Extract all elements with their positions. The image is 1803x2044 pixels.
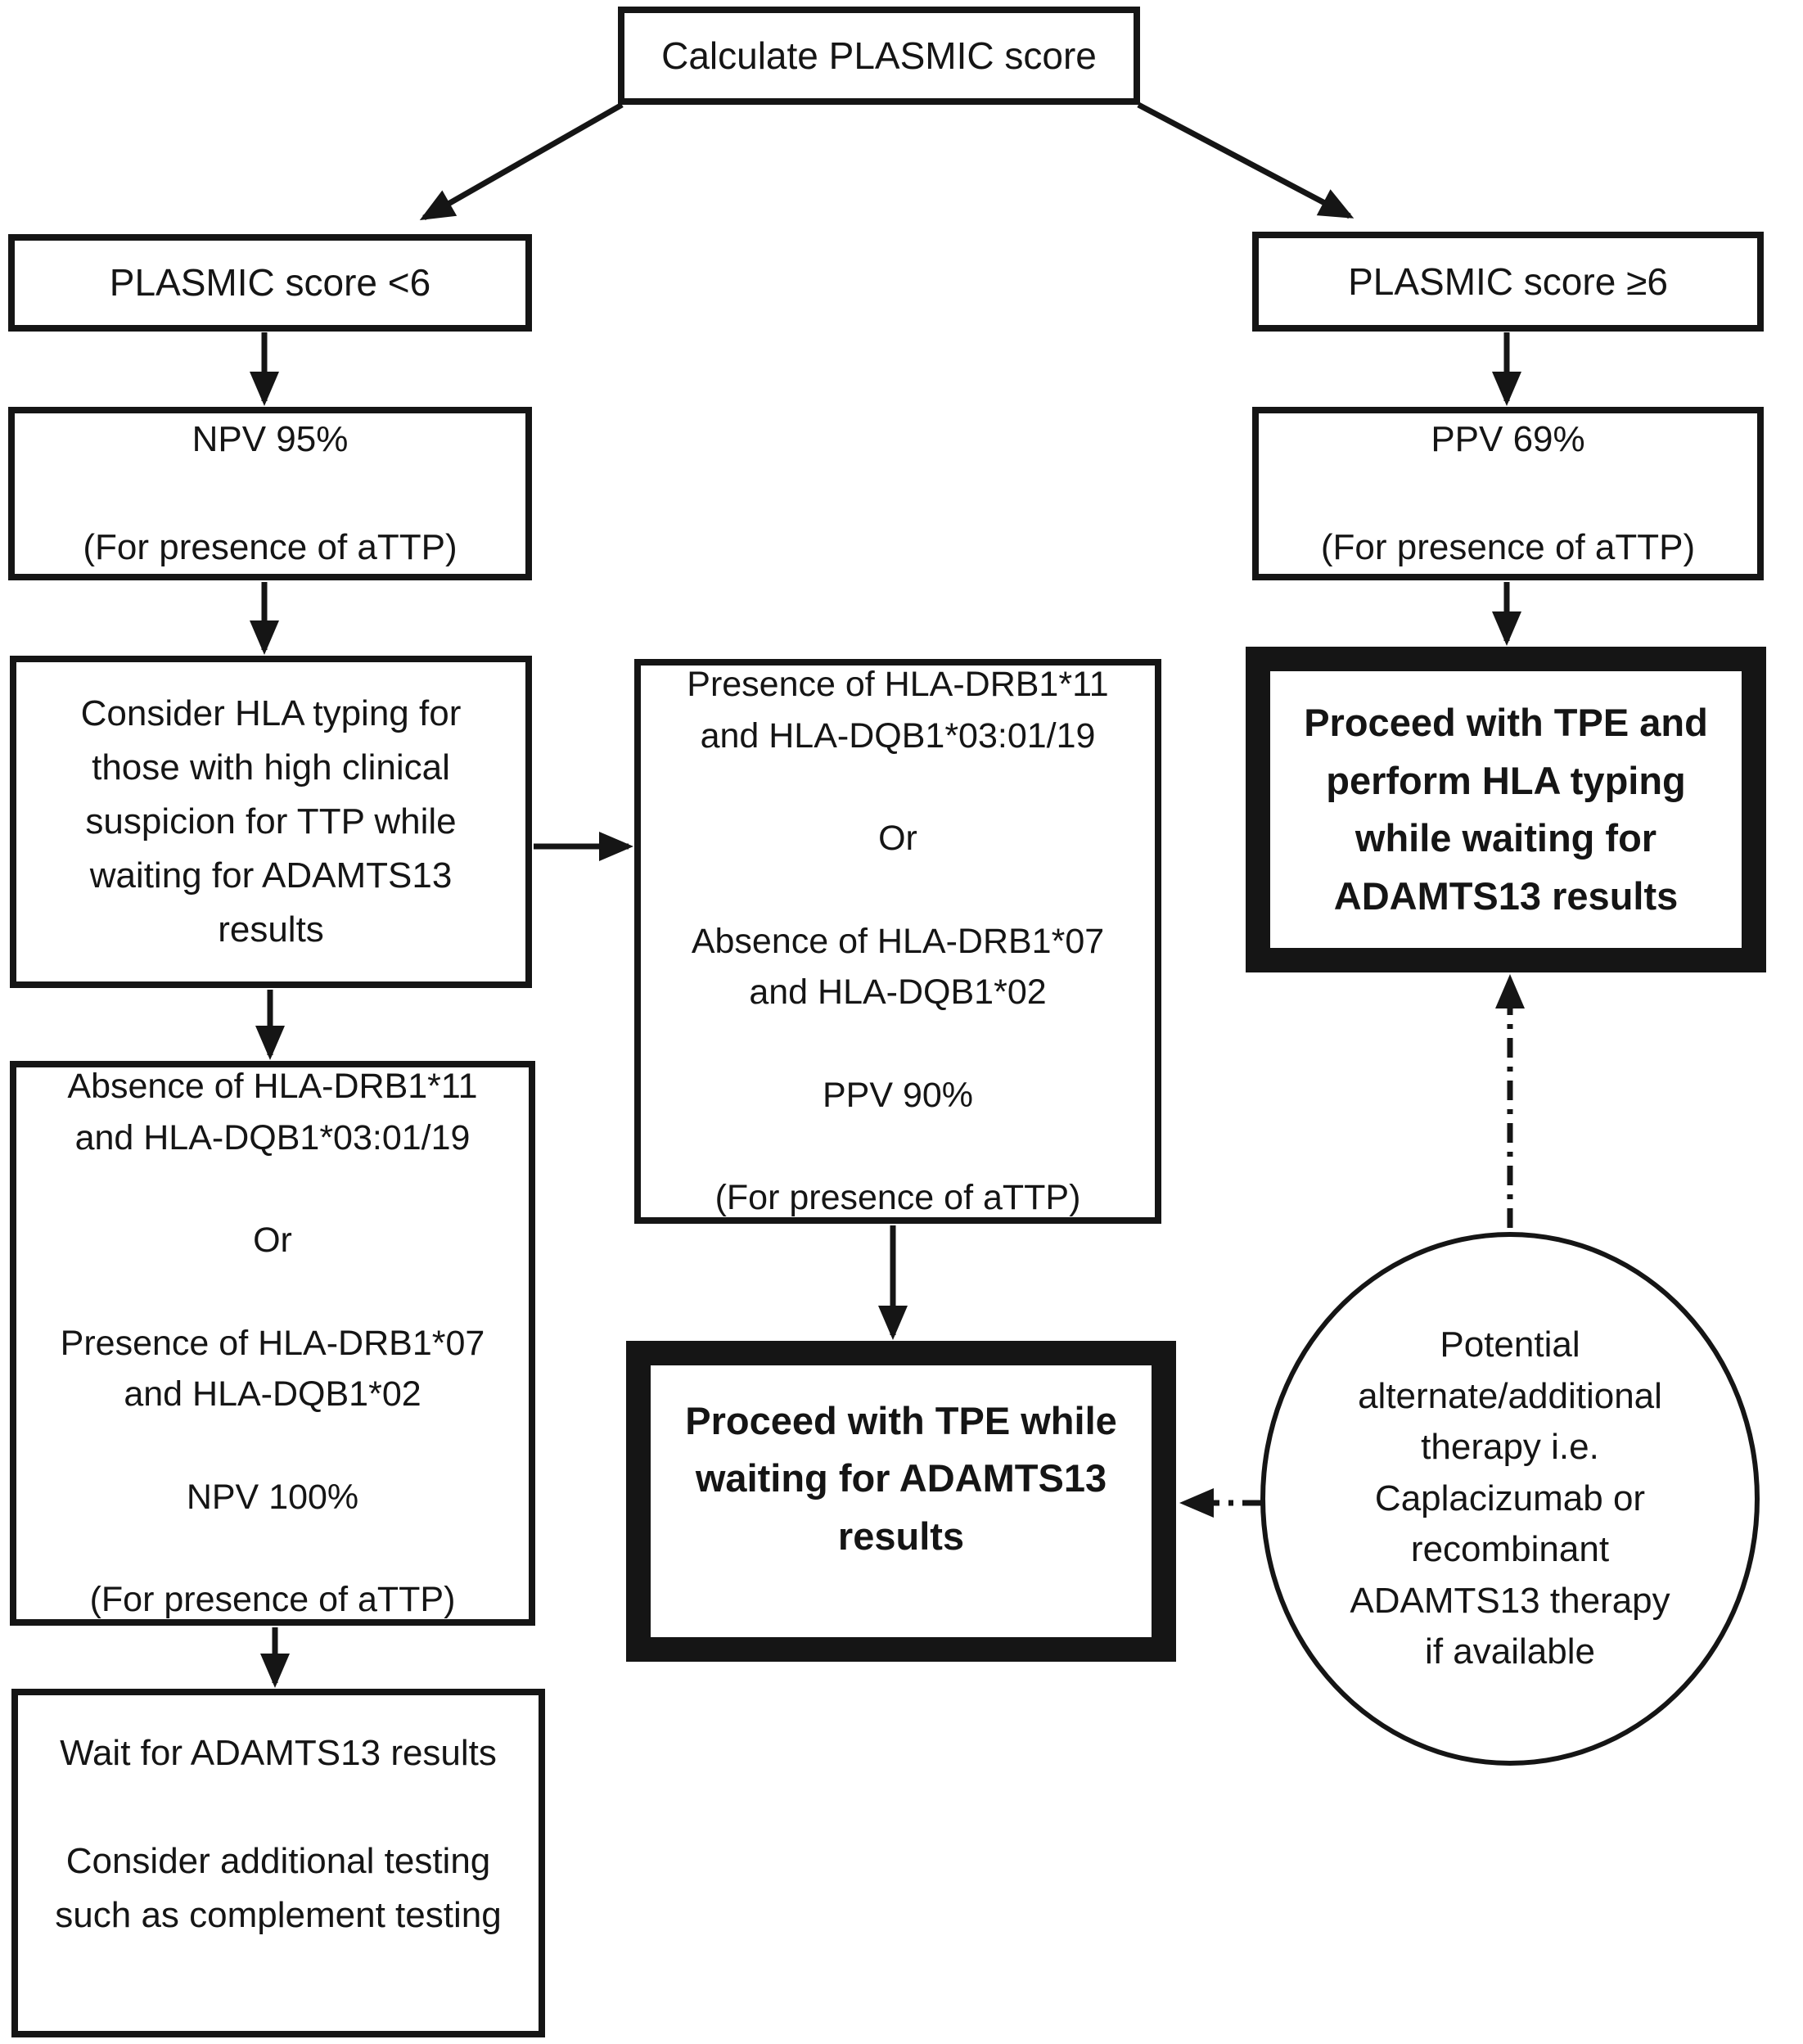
node-proceed-tpe-and-hla-typing-label: Proceed with TPE and perform HLA typing … <box>1304 701 1708 918</box>
node-ppv-69-label: PPV 69% (For presence of aTTP) <box>1320 419 1696 567</box>
node-alternate-additional-therapy: Potential alternate/additional therapy i… <box>1260 1232 1760 1766</box>
arrow-start-to-score-high <box>1137 102 1355 219</box>
node-plasmic-score-gte6-label: PLASMIC score ≥6 <box>1348 259 1668 303</box>
node-npv-95: NPV 95% (For presence of aTTP) <box>8 407 532 580</box>
node-hla-high-risk-profile: Presence of HLA-DRB1*11 and HLA-DQB1*03:… <box>634 659 1161 1224</box>
node-npv-95-label: NPV 95% (For presence of aTTP) <box>83 419 458 567</box>
node-ppv-69: PPV 69% (For presence of aTTP) <box>1252 407 1764 580</box>
arrow-start-to-score-low <box>419 102 624 221</box>
node-hla-high-risk-profile-label: Presence of HLA-DRB1*11 and HLA-DQB1*03:… <box>687 664 1109 1218</box>
node-consider-hla-typing: Consider HLA typing for those with high … <box>10 656 532 988</box>
node-consider-hla-typing-label: Consider HLA typing for those with high … <box>80 693 462 950</box>
node-alternate-additional-therapy-label: Potential alternate/additional therapy i… <box>1350 1324 1670 1672</box>
node-hla-low-risk-profile: Absence of HLA-DRB1*11 and HLA-DQB1*03:0… <box>10 1061 535 1626</box>
node-plasmic-score-lt6: PLASMIC score <6 <box>8 234 532 332</box>
node-wait-for-adamts13-results: Wait for ADAMTS13 results Consider addit… <box>11 1689 545 2037</box>
node-proceed-tpe-and-hla-typing: Proceed with TPE and perform HLA typing … <box>1246 647 1766 972</box>
node-plasmic-score-lt6-label: PLASMIC score <6 <box>109 261 431 304</box>
node-wait-for-adamts13-results-label: Wait for ADAMTS13 results Consider addit… <box>55 1733 502 1935</box>
node-calculate-plasmic-score: Calculate PLASMIC score <box>618 7 1140 105</box>
node-proceed-tpe-while-waiting-label: Proceed with TPE while waiting for ADAMT… <box>685 1398 1117 1558</box>
node-plasmic-score-gte6: PLASMIC score ≥6 <box>1252 232 1764 332</box>
node-calculate-plasmic-score-label: Calculate PLASMIC score <box>661 34 1097 77</box>
node-hla-low-risk-profile-label: Absence of HLA-DRB1*11 and HLA-DQB1*03:0… <box>60 1066 485 1620</box>
node-proceed-tpe-while-waiting: Proceed with TPE while waiting for ADAMT… <box>626 1341 1176 1662</box>
